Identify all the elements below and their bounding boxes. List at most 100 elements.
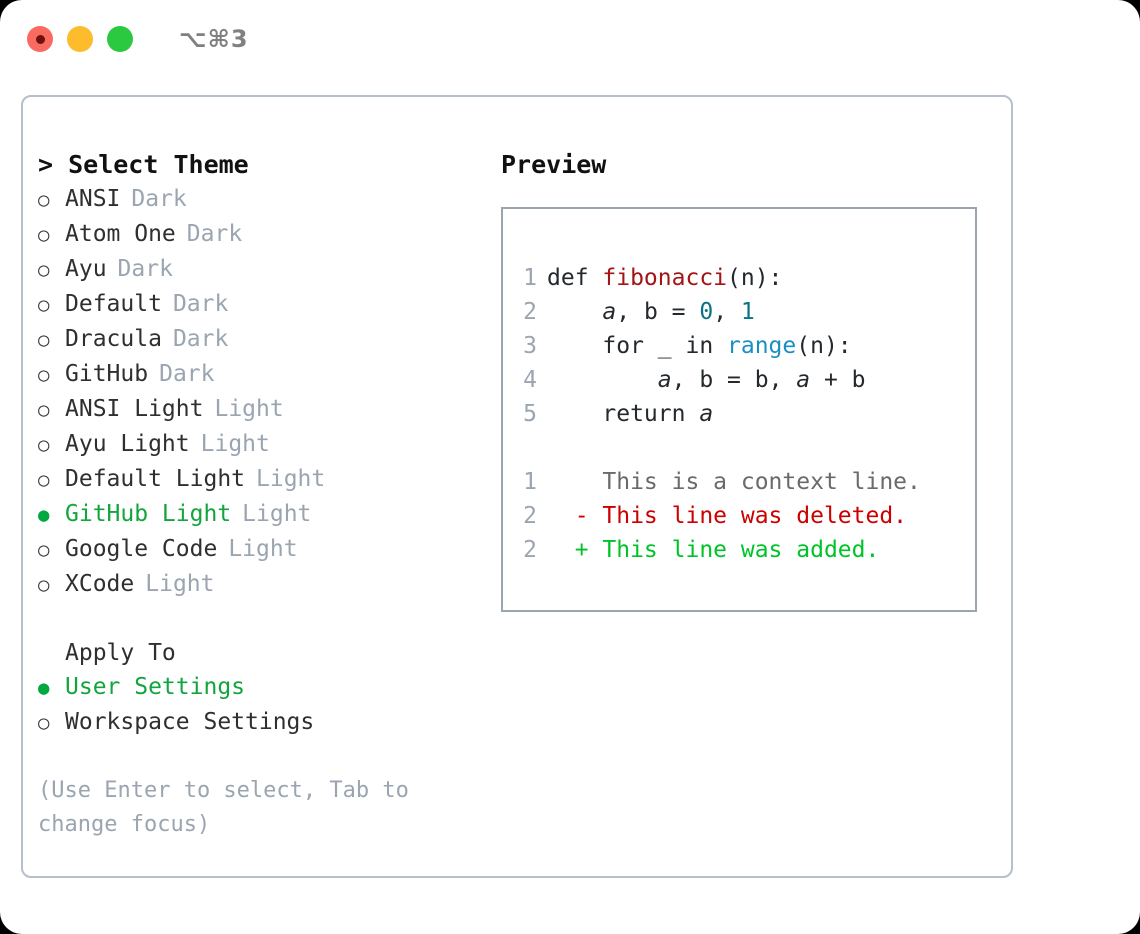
theme-mode-badge: Light <box>145 571 215 597</box>
close-button-icon[interactable] <box>27 26 53 52</box>
theme-option-item-4[interactable]: ○ Dracula Dark <box>38 322 478 357</box>
theme-option-item-label: Dracula <box>65 326 162 352</box>
code-token-plain <box>547 367 658 393</box>
radio-selected-icon: ● <box>38 504 50 526</box>
code-token-plain: , <box>616 299 644 325</box>
code-line-content: a, b = b, a + b <box>547 363 866 397</box>
code-line-number: 2 <box>523 299 537 325</box>
code-token-plain: = <box>657 299 700 325</box>
diff-line-content-context: This is a context line. <box>547 469 921 495</box>
close-dot-icon <box>35 34 45 44</box>
theme-option-item-label: ANSI <box>65 186 121 212</box>
code-line: 1 def fibonacci(n): <box>503 261 975 295</box>
radio-unselected-icon: ○ <box>38 712 50 734</box>
code-diff-separator <box>503 431 975 465</box>
radio-unselected-icon: ○ <box>38 329 50 351</box>
theme-option-item-11[interactable]: ○ XCode Light <box>38 567 478 602</box>
theme-option-item-label: Atom One <box>65 221 176 247</box>
code-token-plain: , b = b, <box>671 367 797 393</box>
diff-line-number: 2 <box>523 537 537 563</box>
diff-line-number: 1 <box>523 469 537 495</box>
theme-option-item-label: Default Light <box>65 466 246 492</box>
code-token-plain: for _ in <box>547 333 728 359</box>
theme-option-item-label: Ayu Light <box>65 431 190 457</box>
code-token-plain: return <box>547 401 700 427</box>
code-line-number: 4 <box>523 367 537 393</box>
minimize-button-icon[interactable] <box>67 26 93 52</box>
code-line-content: a, b = 0, 1 <box>547 295 755 329</box>
radio-unselected-icon: ○ <box>38 189 50 211</box>
theme-mode-badge: Light <box>242 501 312 527</box>
code-token-variable: a <box>657 367 672 393</box>
code-line-number: 5 <box>523 401 537 427</box>
apply-to-option-item-0[interactable]: ●User Settings <box>38 670 478 705</box>
code-line: 3 for _ in range(n): <box>503 329 975 363</box>
theme-option-item-0[interactable]: ○ ANSI Dark <box>38 182 478 217</box>
code-token-plain: + b <box>810 367 866 393</box>
theme-mode-badge: Light <box>228 536 298 562</box>
radio-unselected-icon: ○ <box>38 539 50 561</box>
theme-mode-badge: Dark <box>131 186 187 212</box>
theme-option-item-2[interactable]: ○ Ayu Dark <box>38 252 478 287</box>
diff-sample: 1 This is a context line.2 - This line w… <box>503 465 975 567</box>
theme-mode-badge: Dark <box>172 291 229 317</box>
code-token-plain: (n): <box>727 265 783 291</box>
radio-unselected-icon: ○ <box>38 399 50 421</box>
code-line-content: def fibonacci(n): <box>547 261 782 295</box>
radio-unselected-icon: ○ <box>38 574 50 596</box>
code-token-plain: , <box>713 299 741 325</box>
theme-option-item-label: Ayu <box>65 256 107 282</box>
theme-option-item-10[interactable]: ○ Google Code Light <box>38 532 478 567</box>
apply-to-marker-spacer <box>38 636 65 670</box>
keyboard-hint-text: (Use Enter to select, Tab to change focu… <box>38 778 423 837</box>
code-line-content: for _ in range(n): <box>547 329 852 363</box>
window-controls <box>27 26 133 52</box>
maximize-button-icon[interactable] <box>107 26 133 52</box>
radio-unselected-icon: ○ <box>38 259 50 281</box>
diff-line-content-added: + This line was added. <box>547 537 880 563</box>
code-line: 4 a, b = b, a + b <box>503 363 975 397</box>
apply-to-option-item-label: Workspace Settings <box>65 709 315 735</box>
code-token-call: range <box>727 333 797 359</box>
theme-mode-badge: Light <box>214 396 284 422</box>
theme-option-item-label: Google Code <box>65 536 218 562</box>
code-line-content: return a <box>547 397 713 431</box>
code-line: 5 return a <box>503 397 975 431</box>
theme-option-item-label: XCode <box>65 571 135 597</box>
radio-unselected-icon: ○ <box>38 224 50 246</box>
keyboard-shortcut-badge: ⌥⌘3 <box>179 25 249 53</box>
radio-unselected-icon: ○ <box>38 469 50 491</box>
diff-line: 1 This is a context line. <box>503 465 975 499</box>
code-line-number: 1 <box>523 265 537 291</box>
theme-mode-badge: Dark <box>172 326 229 352</box>
code-token-function: fibonacci <box>602 265 728 291</box>
code-token-number: 1 <box>740 299 755 325</box>
diff-line: 2 - This line was deleted. <box>503 499 975 533</box>
radio-unselected-icon: ○ <box>38 294 50 316</box>
theme-mode-badge: Dark <box>117 256 173 282</box>
diff-line: 2 + This line was added. <box>503 533 975 567</box>
apply-to-option-list[interactable]: ●User Settings ○ Workspace Settings <box>38 670 478 740</box>
apply-to-option-item-1[interactable]: ○ Workspace Settings <box>38 705 478 740</box>
title-bar: ⌥⌘3 <box>0 0 1140 78</box>
code-token-number: 0 <box>699 299 714 325</box>
diff-line-content-deleted: - This line was deleted. <box>547 503 908 529</box>
preview-heading: Preview <box>501 150 607 179</box>
code-token-plain: (n): <box>796 333 852 359</box>
code-line-number: 3 <box>523 333 537 359</box>
code-token-variable: a <box>602 299 617 325</box>
apply-to-label: Apply To <box>65 640 176 666</box>
radio-unselected-icon: ○ <box>38 434 50 456</box>
